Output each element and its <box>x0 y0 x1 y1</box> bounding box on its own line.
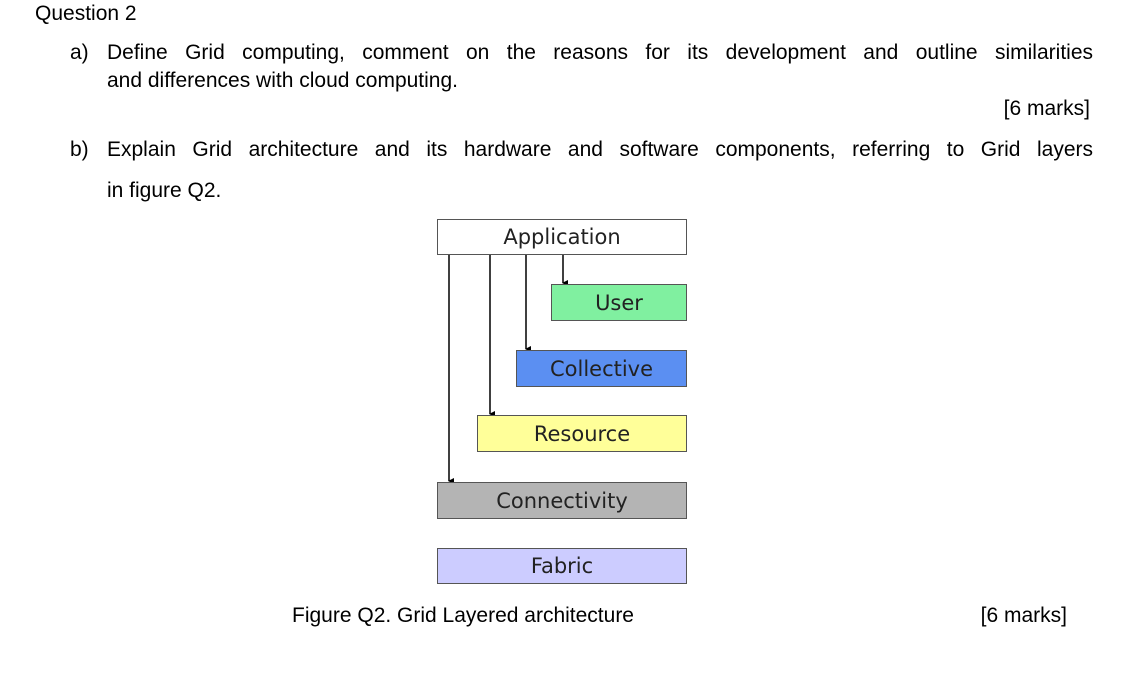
layer-resource: Resource <box>477 415 687 452</box>
layer-fabric: Fabric <box>437 548 687 584</box>
layer-application: Application <box>437 219 687 255</box>
layer-collective: Collective <box>516 350 687 387</box>
part-a-marks: [6 marks] <box>1003 97 1090 120</box>
figure-caption: Figure Q2. Grid Layered architecture <box>292 604 634 627</box>
part-b-text-line2: in figure Q2. <box>107 179 222 202</box>
part-a-text-line2: and differences with cloud computing. <box>107 69 458 92</box>
part-b-marks: [6 marks] <box>980 604 1067 627</box>
layer-user: User <box>551 284 687 321</box>
part-b-text-line1: Explain Grid architecture and its hardwa… <box>107 138 1093 161</box>
layer-connectivity: Connectivity <box>437 482 687 519</box>
part-b-label: b) <box>70 138 89 161</box>
part-a-label: a) <box>70 41 89 64</box>
part-a-text-line1: Define Grid computing, comment on the re… <box>107 41 1093 64</box>
question-title: Question 2 <box>35 2 137 25</box>
